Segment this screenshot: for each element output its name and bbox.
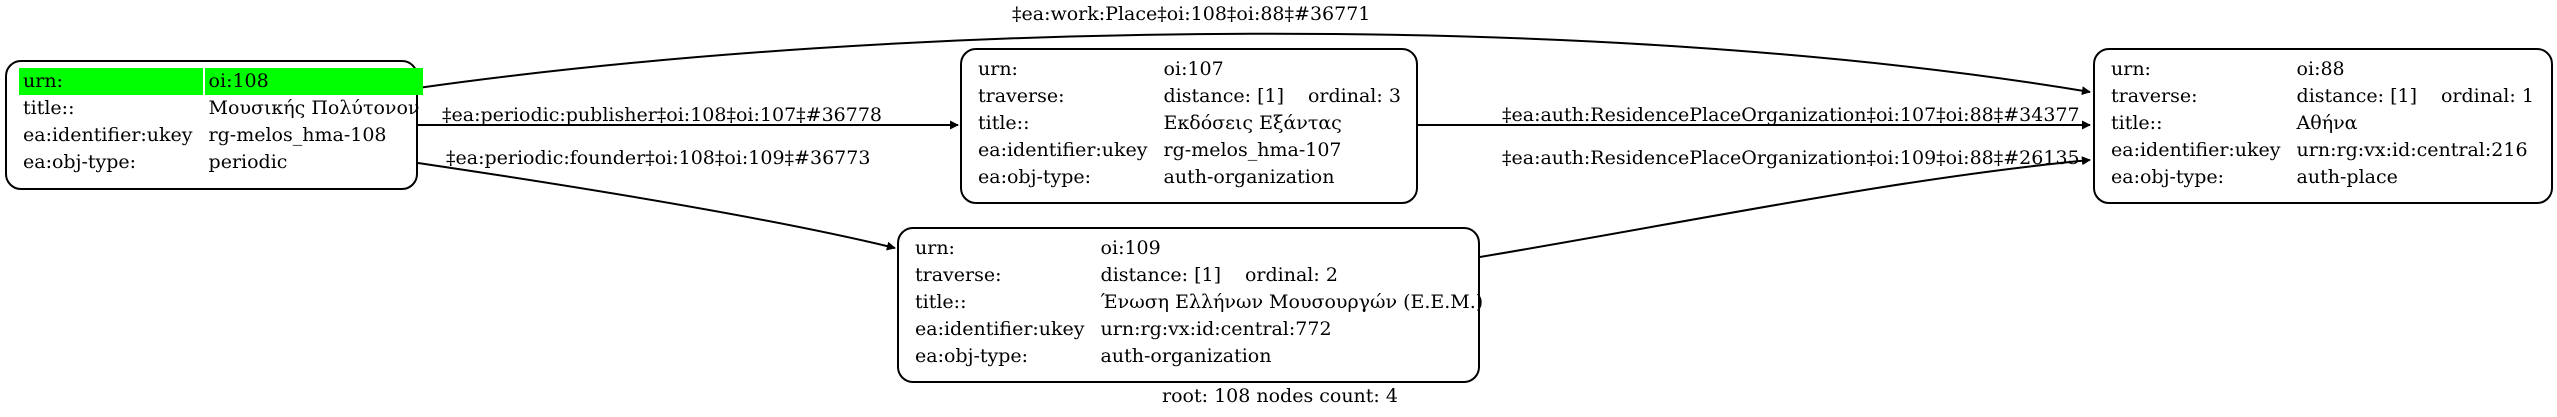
node-oi-108[interactable]: urn: oi:108 title:: Μουσικής Πολύτονον e… [5,60,424,190]
node-oi-109-traverse-row: traverse: distance: [1] ordinal: 2 [911,262,1487,289]
node-oi-109-urn-row: urn: oi:109 [911,235,1487,262]
node-oi-109-traverse-key: traverse: [915,264,1002,286]
node-oi-88-ordinal: ordinal: 1 [2440,85,2534,107]
node-oi-88-ukey-value: urn:rg:vx:id:central:216 [2296,139,2528,161]
node-oi-109-table: urn: oi:109 traverse: distance: [1] ordin… [909,235,1489,370]
node-oi-88-title-value: Αθήνα [2296,112,2358,134]
node-oi-108-type-key: ea:obj-type: [23,151,137,173]
node-oi-88-type-key: ea:obj-type: [2111,166,2225,188]
node-oi-107-table: urn: oi:107 traverse: distance: [1] ordin… [972,56,1407,191]
node-oi-109-distance: distance: [1] [1100,264,1221,286]
node-oi-109-ukey-row: ea:identifier:ukey urn:rg:vx:id:central:… [911,316,1487,343]
node-oi-108-ukey-key: ea:identifier:ukey [23,124,193,146]
node-oi-107-title-row: title:: Εκδόσεις Εξάντας [974,110,1405,137]
node-oi-88-traverse-value: distance: [1] ordinal: 1 [2293,83,2538,110]
node-oi-107-ukey-value: rg-melos_hma-107 [1163,139,1342,161]
edge-residence-109-line [1479,156,2091,258]
node-oi-88-urn-value: oi:88 [2296,58,2345,80]
node-oi-88-urn-key: urn: [2111,58,2151,80]
node-oi-109-type-value: auth-organization [1100,345,1272,367]
node-oi-108-type-value: periodic [208,151,288,173]
node-oi-107-type-row: ea:obj-type: auth-organization [974,164,1405,191]
node-oi-107-title-key: title:: [978,112,1030,134]
node-oi-108-title-row: title:: Μουσικής Πολύτονον [19,95,423,122]
node-oi-107-traverse-key: traverse: [978,85,1065,107]
node-oi-108-title-key: title:: [23,97,75,119]
node-oi-108-type-row: ea:obj-type: periodic [19,149,423,176]
node-oi-109-traverse-value: distance: [1] ordinal: 2 [1097,262,1488,289]
node-oi-88-title-key: title:: [2111,112,2163,134]
node-oi-88-title-row: title:: Αθήνα [2107,110,2538,137]
edge-work-place-label: ‡ea:work:Place‡oi:108‡oi:88‡#36771 [1012,3,1371,25]
node-oi-107-type-key: ea:obj-type: [978,166,1092,188]
node-oi-88-urn-row: urn: oi:88 [2107,56,2538,83]
node-oi-88-type-value: auth-place [2296,166,2398,188]
graph-caption: root: 108 nodes count: 4 [1162,385,1398,407]
edge-founder-line [417,162,896,251]
node-oi-107-urn-row: urn: oi:107 [974,56,1405,83]
edge-founder-label: ‡ea:periodic:founder‡oi:108‡oi:109‡#3677… [446,147,871,169]
node-oi-109-type-key: ea:obj-type: [915,345,1029,367]
node-oi-107-title-value: Εκδόσεις Εξάντας [1163,112,1342,134]
node-oi-108-urn-key: urn: [19,68,203,95]
node-oi-109-urn-key: urn: [915,237,955,259]
node-oi-109[interactable]: urn: oi:109 traverse: distance: [1] ordin… [897,227,1483,383]
edge-publisher-label: ‡ea:periodic:publisher‡oi:108‡oi:107‡#36… [442,104,883,126]
edge-residence-109-label: ‡ea:auth:ResidencePlaceOrganization‡oi:1… [1502,147,2080,169]
node-oi-109-title-value: Ένωση Ελλήνων Μουσουργών (Ε.Ε.Μ.) [1100,291,1484,313]
node-oi-109-urn-value: oi:109 [1100,237,1161,259]
node-oi-107-ordinal: ordinal: 3 [1307,85,1401,107]
node-oi-108-table: urn: oi:108 title:: Μουσικής Πολύτονον e… [17,68,425,176]
node-oi-109-type-row: ea:obj-type: auth-organization [911,343,1487,370]
node-oi-109-ordinal: ordinal: 2 [1244,264,1338,286]
node-oi-107-distance: distance: [1] [1163,85,1284,107]
node-oi-108-ukey-value: rg-melos_hma-108 [208,124,387,146]
edge-residence-107-label: ‡ea:auth:ResidencePlaceOrganization‡oi:1… [1502,104,2080,126]
node-oi-107[interactable]: urn: oi:107 traverse: distance: [1] ordin… [960,48,1418,204]
node-oi-107-ukey-row: ea:identifier:ukey rg-melos_hma-107 [974,137,1405,164]
node-oi-88-ukey-row: ea:identifier:ukey urn:rg:vx:id:central:… [2107,137,2538,164]
node-oi-88-table: urn: oi:88 traverse: distance: [1] ordina… [2105,56,2540,191]
node-oi-107-traverse-row: traverse: distance: [1] ordinal: 3 [974,83,1405,110]
node-oi-108-urn-row: urn: oi:108 [19,68,424,95]
node-oi-88-type-row: ea:obj-type: auth-place [2107,164,2538,191]
node-oi-109-title-row: title:: Ένωση Ελλήνων Μουσουργών (Ε.Ε.Μ.… [911,289,1487,316]
node-oi-88-traverse-row: traverse: distance: [1] ordinal: 1 [2107,83,2538,110]
node-oi-107-ukey-key: ea:identifier:ukey [978,139,1148,161]
node-oi-108-urn-value: oi:108 [204,68,424,95]
node-oi-107-traverse-value: distance: [1] ordinal: 3 [1160,83,1405,110]
node-oi-108-title-value: Μουσικής Πολύτονον [208,97,420,119]
node-oi-107-type-value: auth-organization [1163,166,1335,188]
node-oi-88-distance: distance: [1] [2296,85,2417,107]
node-oi-88[interactable]: urn: oi:88 traverse: distance: [1] ordina… [2093,48,2553,204]
edge-work-place-line [417,32,2091,96]
node-oi-108-ukey-row: ea:identifier:ukey rg-melos_hma-108 [19,122,423,149]
node-oi-107-urn-value: oi:107 [1163,58,1224,80]
node-oi-109-title-key: title:: [915,291,967,313]
node-oi-88-ukey-key: ea:identifier:ukey [2111,139,2281,161]
node-oi-88-traverse-key: traverse: [2111,85,2198,107]
node-oi-109-ukey-key: ea:identifier:ukey [915,318,1085,340]
node-oi-109-ukey-value: urn:rg:vx:id:central:772 [1100,318,1332,340]
node-oi-107-urn-key: urn: [978,58,1018,80]
